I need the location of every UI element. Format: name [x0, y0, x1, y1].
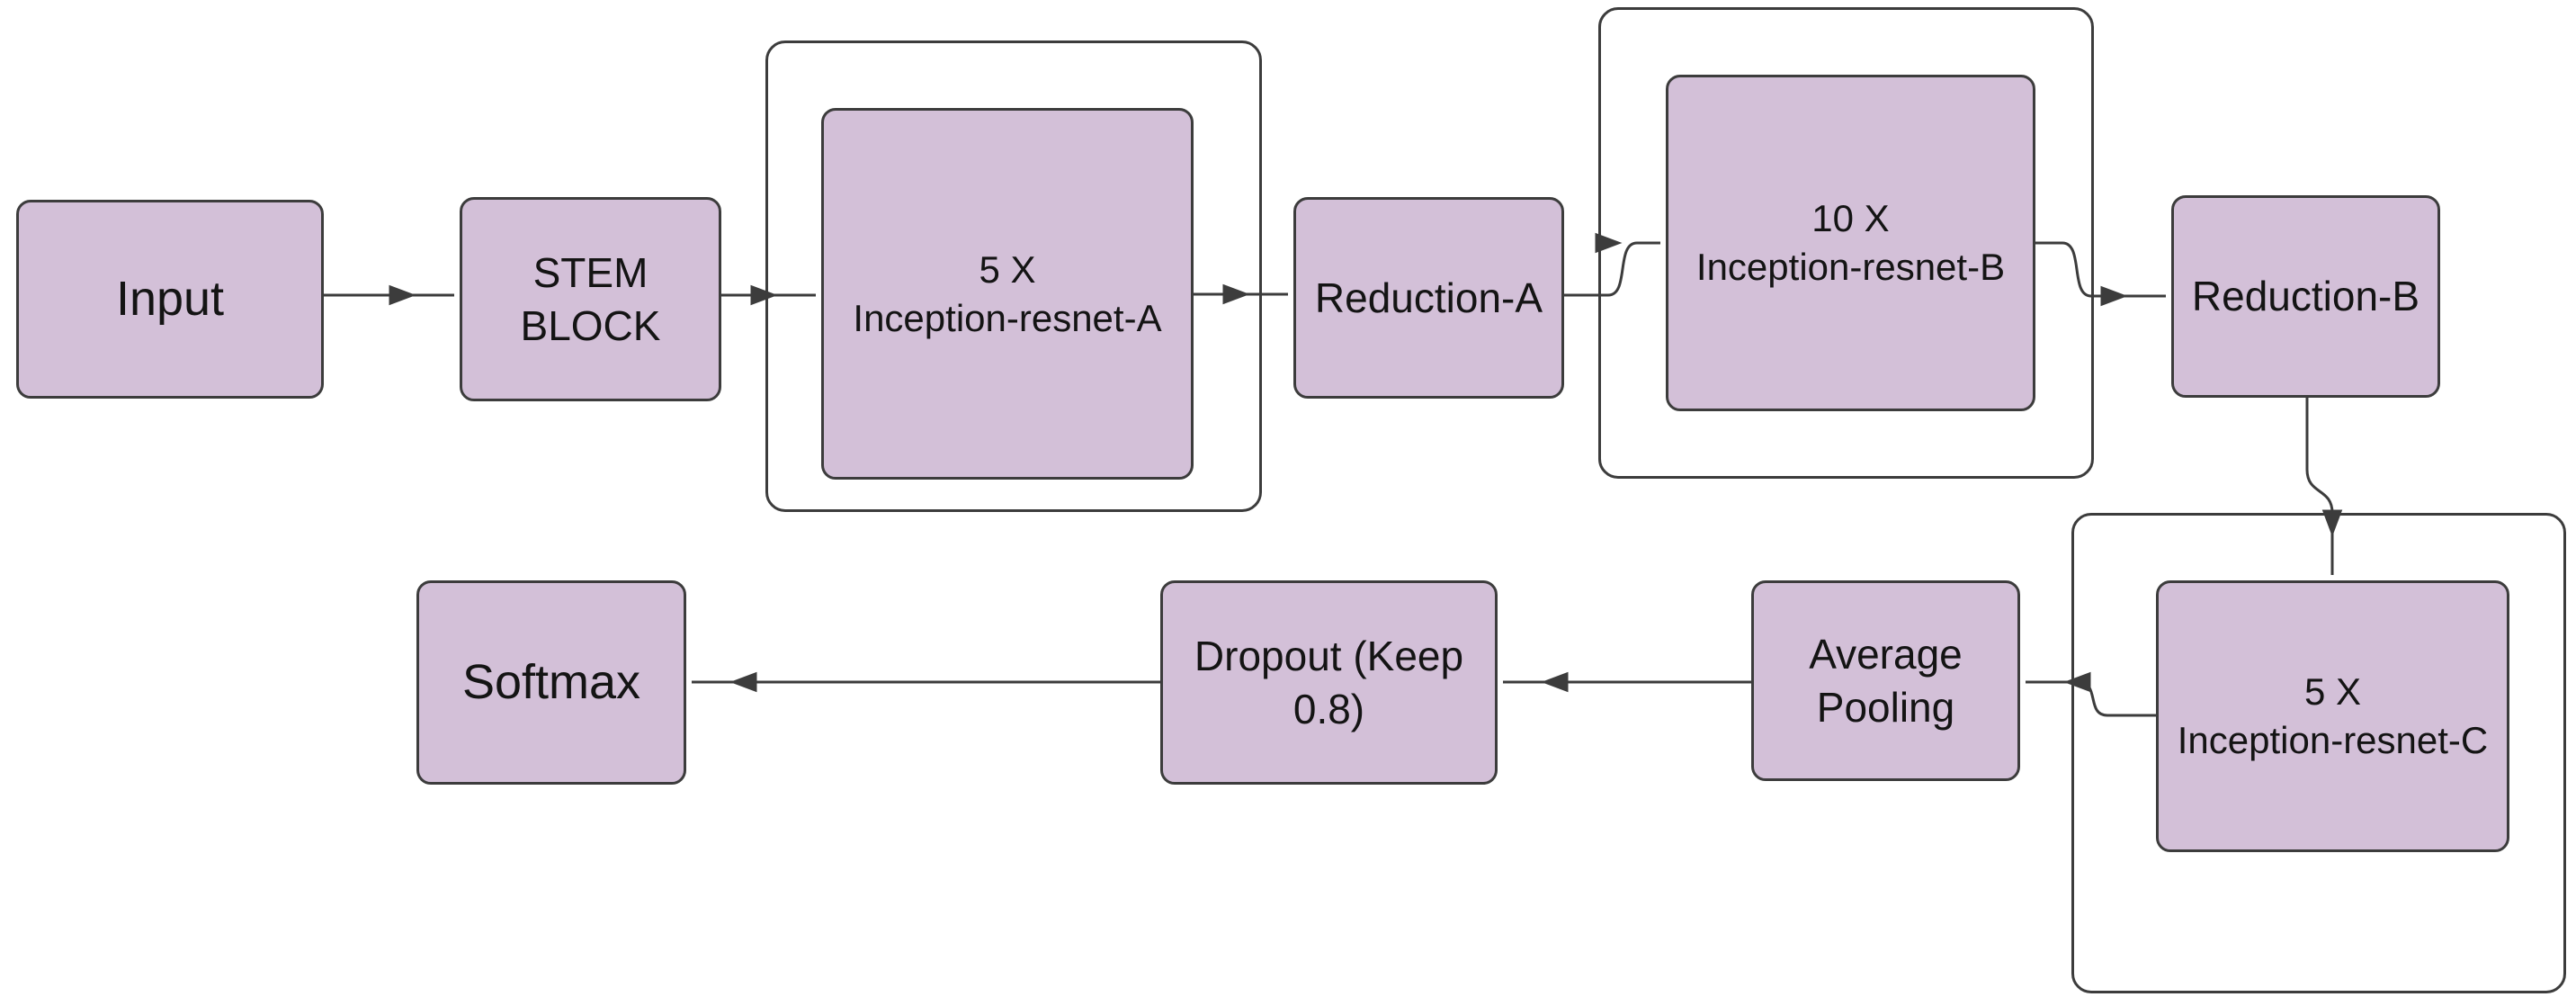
node-inception-resnet-a-label-line1: 5 X	[979, 247, 1036, 291]
node-average-pooling-label-line2: Pooling	[1816, 683, 1955, 731]
node-stem-block: STEM BLOCK	[460, 197, 721, 401]
node-dropout: Dropout (Keep 0.8)	[1160, 580, 1498, 785]
node-reduction-b-label: Reduction-B	[2191, 273, 2420, 320]
node-stem-block-label-line2: BLOCK	[520, 301, 661, 349]
node-softmax-label: Softmax	[461, 654, 641, 709]
node-dropout-label-line2: 0.8)	[1292, 685, 1365, 732]
node-inception-resnet-c: 5 X Inception-resnet-C	[2156, 580, 2509, 852]
node-inception-resnet-b-label-line2: Inception-resnet-B	[1695, 246, 2006, 288]
node-inception-resnet-b-label-line1: 10 X	[1811, 197, 1890, 240]
node-dropout-label-line1: Dropout (Keep	[1194, 632, 1464, 679]
node-stem-block-label-line1: STEM	[532, 248, 648, 296]
node-average-pooling-label-line1: Average	[1809, 630, 1963, 678]
node-inception-resnet-a-label-line2: Inception-resnet-A	[853, 296, 1162, 339]
node-average-pooling: Average Pooling	[1751, 580, 2020, 781]
node-inception-resnet-c-label-line1: 5 X	[2303, 670, 2362, 714]
node-reduction-a: Reduction-A	[1293, 197, 1564, 399]
node-reduction-a-label: Reduction-A	[1314, 274, 1543, 321]
node-input: Input	[16, 200, 324, 399]
node-reduction-b: Reduction-B	[2171, 195, 2440, 398]
node-input-label: Input	[115, 271, 225, 326]
node-softmax: Softmax	[416, 580, 686, 785]
node-inception-resnet-a: 5 X Inception-resnet-A	[821, 108, 1194, 480]
node-inception-resnet-c-label-line2: Inception-resnet-C	[2177, 719, 2489, 761]
node-inception-resnet-b: 10 X Inception-resnet-B	[1666, 75, 2035, 411]
